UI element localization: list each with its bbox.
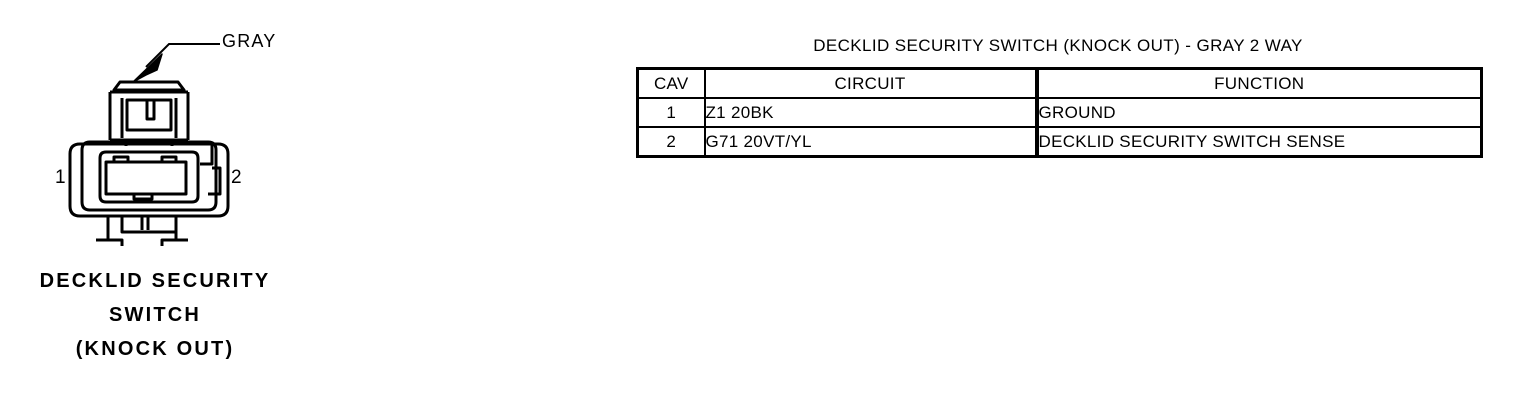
connector-terminal-cavity (98, 150, 200, 204)
pinout-table-title: DECKLID SECURITY SWITCH (KNOCK OUT) - GR… (813, 36, 1303, 55)
cell-cav: 2 (637, 126, 706, 158)
table-row: 2 G71 20VT/YL DECKLID SECURITY SWITCH SE… (637, 126, 1482, 158)
cell-function: DECKLID SECURITY SWITCH SENSE (1036, 126, 1482, 158)
cell-circuit: G71 20VT/YL (704, 126, 1039, 158)
pin-number-2: 2 (231, 167, 242, 188)
connector-color-label: GRAY (222, 31, 277, 51)
connector-caption-line-1: DECKLID SECURITY (39, 270, 271, 292)
pinout-table-panel: DECKLID SECURITY SWITCH (KNOCK OUT) - GR… (636, 36, 1483, 158)
column-header-cav: CAV (637, 67, 706, 99)
table-row: 1 Z1 20BK GROUND (637, 97, 1482, 128)
connector-body-outline (68, 140, 230, 218)
pin-number-1: 1 (55, 167, 66, 188)
cell-circuit: Z1 20BK (704, 97, 1039, 128)
cell-function: GROUND (1036, 97, 1482, 128)
column-header-function: FUNCTION (1036, 67, 1482, 99)
connector-latch-block (108, 80, 190, 146)
connector-mounting-legs (96, 216, 188, 246)
connector-illustration-panel: 1 2 GRAY DECKLID SECURITY SWITCH (KNOCK … (0, 0, 620, 408)
connector-face-view-icon (68, 43, 230, 246)
pinout-table: CAV CIRCUIT FUNCTION 1 Z1 20BK GROUND 2 … (636, 67, 1483, 158)
connector-caption: DECKLID SECURITY SWITCH (KNOCK OUT) (0, 264, 310, 366)
cell-cav: 1 (637, 97, 706, 128)
gray-leader-line (132, 43, 220, 83)
connector-caption-line-3: (KNOCK OUT) (75, 338, 235, 360)
connector-caption-line-2: SWITCH (108, 304, 202, 326)
table-header-row: CAV CIRCUIT FUNCTION (637, 67, 1482, 99)
column-header-circuit: CIRCUIT (704, 67, 1039, 99)
